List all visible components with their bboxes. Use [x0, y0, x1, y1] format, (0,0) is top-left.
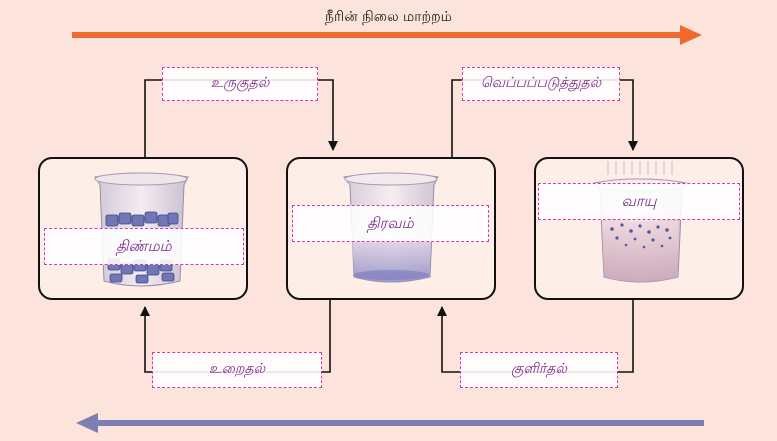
freezing-label: உறைதல் [152, 352, 322, 388]
cooling-label: குளிர்தல் [460, 352, 618, 388]
heating-label: வெப்பப்படுத்துதல் [462, 67, 620, 101]
gas-state-label: வாயு [538, 183, 740, 220]
gas-beaker-illustration [593, 161, 687, 283]
melting-label: உருகுதல் [162, 67, 318, 101]
solid-state-label: திண்மம் [44, 228, 244, 265]
backward-arrow [76, 413, 704, 433]
diagram-title: நீரின் நிலை மாற்றம் [325, 9, 452, 25]
liquid-state-label: திரவம் [292, 205, 489, 242]
forward-arrow [72, 25, 702, 45]
gas-state-box [534, 157, 744, 300]
